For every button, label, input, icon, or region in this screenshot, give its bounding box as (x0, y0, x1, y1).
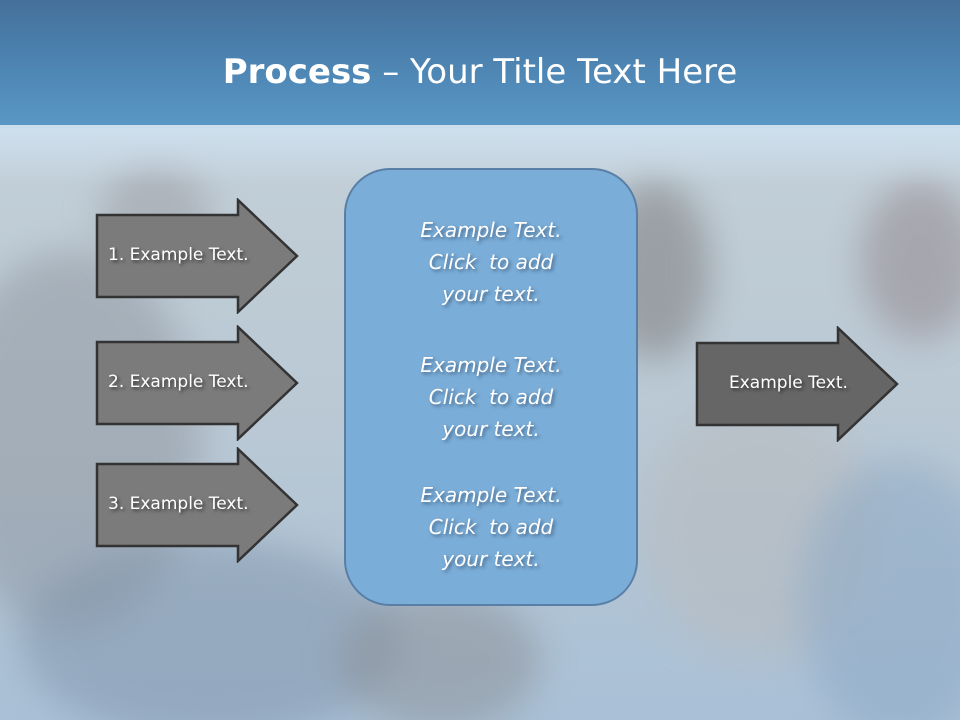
arrow-label: Example Text. (729, 373, 848, 393)
process-arrow-2[interactable]: 2. Example Text. (95, 325, 300, 441)
right-arrow-shape-icon (95, 325, 299, 441)
background-photo-shape (20, 540, 400, 720)
right-arrow-shape-icon (95, 447, 299, 563)
background-photo-shape (340, 590, 540, 720)
result-arrow[interactable]: Example Text. (695, 326, 900, 442)
center-text-box[interactable]: Example Text. Click to add your text. Ex… (344, 168, 638, 606)
process-arrow-1[interactable]: 1. Example Text. (95, 198, 300, 314)
title-rest-part: – Your Title Text Here (371, 52, 738, 92)
background-photo-shape (860, 180, 960, 340)
arrow-label: 3. Example Text. (108, 494, 249, 514)
title-bar (0, 0, 960, 128)
arrow-label: 2. Example Text. (108, 372, 249, 392)
process-arrow-3[interactable]: 3. Example Text. (95, 447, 300, 563)
center-text-block-1: Example Text. Click to add your text. (420, 218, 562, 306)
title-bold-part: Process (222, 52, 372, 92)
center-text-block-2: Example Text. Click to add your text. (420, 353, 562, 441)
right-arrow-shape-icon (95, 198, 299, 314)
center-text-block-3: Example Text. Click to add your text. (420, 483, 562, 571)
arrow-label: 1. Example Text. (108, 245, 249, 265)
slide-title[interactable]: Process – Your Title Text Here (0, 52, 960, 92)
background-photo-shape (800, 460, 960, 720)
right-arrow-shape-icon (695, 326, 899, 442)
